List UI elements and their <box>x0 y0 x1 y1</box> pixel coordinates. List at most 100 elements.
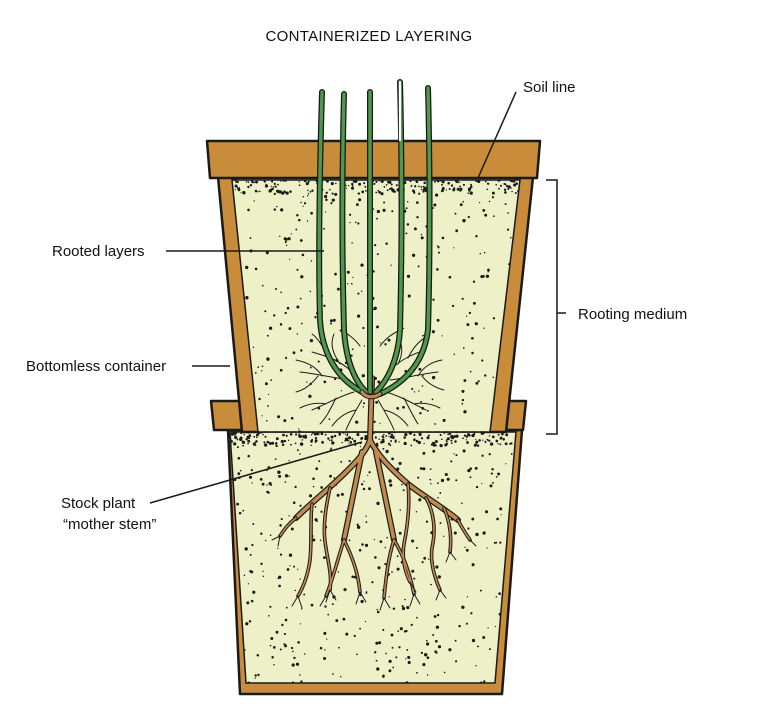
soil-dot <box>267 405 269 407</box>
soil-dot <box>394 190 397 193</box>
soil-dot <box>437 645 442 649</box>
soil-dot <box>465 548 469 552</box>
soil-dot <box>347 184 350 187</box>
soil-dot <box>338 646 340 649</box>
soil-dot <box>439 492 442 494</box>
soil-dot <box>497 472 501 476</box>
soil-dot <box>443 671 446 674</box>
soil-dot <box>463 434 466 437</box>
soil-dot <box>247 583 250 585</box>
rooting-medium-label: Rooting medium <box>578 306 687 323</box>
soil-dot <box>236 186 239 188</box>
soil-dot <box>353 439 357 443</box>
soil-dot <box>472 280 476 283</box>
soil-dot <box>475 443 478 446</box>
soil-dot <box>251 482 253 484</box>
soil-dot <box>333 434 337 438</box>
soil-dot <box>240 192 242 194</box>
soil-dot <box>280 291 282 294</box>
soil-dot <box>416 201 419 204</box>
soil-dot <box>247 439 251 443</box>
soil-dot <box>348 443 350 445</box>
soil-dot <box>375 442 379 445</box>
soil-dot <box>278 474 282 478</box>
soil-dot <box>273 192 276 196</box>
soil-dot <box>287 439 290 442</box>
soil-dot <box>265 419 268 422</box>
soil-dot <box>376 610 380 614</box>
soil-dot <box>310 434 313 436</box>
soil-dot <box>418 390 420 392</box>
soil-dot <box>352 276 354 279</box>
soil-dot <box>351 348 354 351</box>
soil-dot <box>283 632 286 636</box>
soil-dot <box>290 233 292 235</box>
soil-dot <box>279 553 283 556</box>
soil-dot <box>360 437 363 440</box>
soil-dot <box>243 574 246 576</box>
soil-dot <box>340 492 344 496</box>
soil-dot <box>471 517 475 521</box>
soil-dot <box>450 439 453 442</box>
soil-dot <box>275 437 279 441</box>
soil-dot <box>437 497 439 499</box>
soil-dot <box>411 253 416 257</box>
soil-dot <box>434 650 438 654</box>
soil-dot <box>406 648 409 651</box>
soil-dot <box>511 190 513 193</box>
soil-dot <box>398 646 401 649</box>
soil-dot <box>244 547 248 551</box>
soil-dot <box>373 538 376 541</box>
soil-dot <box>474 466 478 470</box>
soil-dot <box>234 434 236 437</box>
soil-dot <box>320 432 324 436</box>
soil-dot <box>293 656 296 660</box>
soil-dot <box>514 382 517 384</box>
soil-dot <box>314 505 317 508</box>
soil-dot <box>454 180 457 183</box>
soil-dot <box>436 318 440 322</box>
soil-dot <box>271 180 274 183</box>
soil-dot <box>504 191 507 194</box>
soil-dot <box>312 485 315 488</box>
soil-dot <box>295 228 298 231</box>
soil-dot <box>428 558 430 560</box>
soil-dot <box>265 183 267 186</box>
soil-dot <box>467 192 469 194</box>
soil-dot <box>323 631 327 635</box>
soil-dot <box>297 568 299 570</box>
soil-dot <box>283 419 287 423</box>
soil-dot <box>335 619 339 623</box>
soil-dot <box>418 498 422 502</box>
soil-dot <box>418 432 422 436</box>
soil-dot <box>390 264 392 266</box>
soil-dot <box>401 483 403 486</box>
soil-dot <box>459 181 461 183</box>
soil-dot <box>433 180 436 183</box>
soil-dot <box>306 381 308 383</box>
soil-dot <box>247 181 250 183</box>
soil-dot <box>497 442 499 445</box>
soil-dot <box>407 655 411 659</box>
soil-dot <box>292 351 296 355</box>
soil-dot <box>455 229 459 233</box>
soil-dot <box>420 651 424 655</box>
soil-dot <box>313 432 317 436</box>
soil-dot <box>284 474 289 478</box>
soil-dot <box>359 445 362 448</box>
soil-dot <box>264 310 267 313</box>
soil-dot <box>246 601 250 605</box>
soil-dot <box>371 581 374 584</box>
soil-dot <box>345 632 349 636</box>
soil-dot <box>478 201 481 204</box>
soil-dot <box>236 446 239 449</box>
soil-dot <box>504 442 508 446</box>
soil-dot <box>264 382 268 386</box>
soil-dot <box>349 440 352 444</box>
soil-dot <box>380 180 384 183</box>
soil-dot <box>236 187 239 190</box>
soil-dot <box>288 459 290 462</box>
soil-dot <box>423 181 426 185</box>
soil-dot <box>378 641 382 645</box>
soil-dot <box>346 434 349 437</box>
